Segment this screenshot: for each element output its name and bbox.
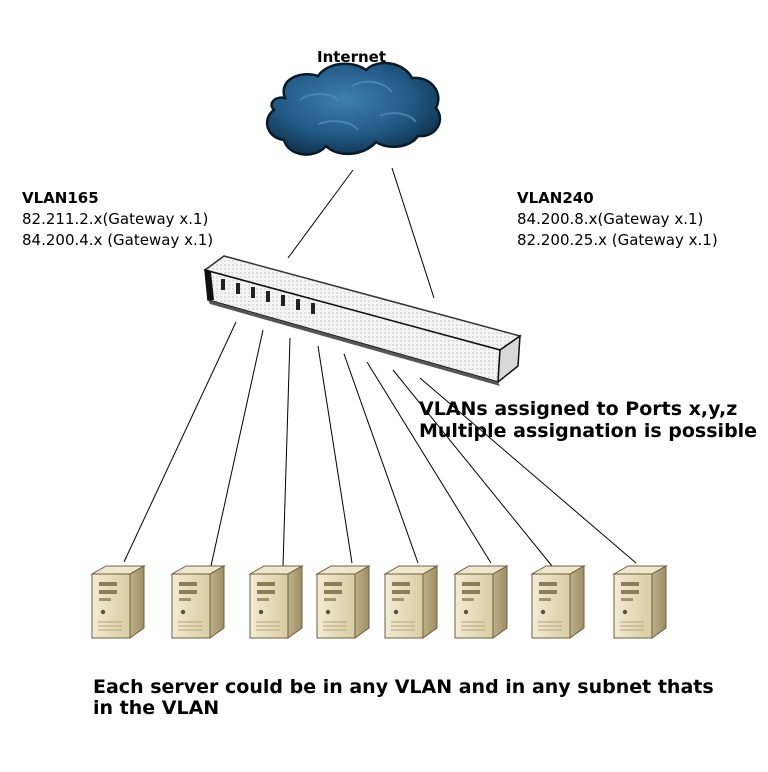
server-tower-icon <box>248 565 304 639</box>
server-link-line <box>343 353 419 564</box>
vlan-right-block: VLAN240 84.200.8.x(Gateway x.1) 82.200.2… <box>517 188 718 251</box>
server-tower-icon <box>612 565 668 639</box>
vlan-left-name: VLAN165 <box>22 189 99 207</box>
server-link-line <box>419 377 637 564</box>
internet-label: Internet <box>317 48 387 66</box>
uplink-line-right <box>391 167 435 299</box>
server-link-line <box>366 361 492 564</box>
uplink-line-left <box>287 169 354 259</box>
caption-line: Each server could be in any VLAN and in … <box>93 676 714 698</box>
caption: Each server could be in any VLAN and in … <box>93 677 714 719</box>
vlan-right-subnet: 82.200.25.x (Gateway x.1) <box>517 231 718 249</box>
vlan-right-name: VLAN240 <box>517 189 594 207</box>
server-link-line <box>123 321 237 563</box>
server-tower-icon <box>170 565 226 639</box>
switch-note-line: VLANs assigned to Ports x,y,z <box>419 398 738 420</box>
server-group <box>90 565 668 639</box>
server-link-line <box>317 345 353 564</box>
caption-line: in the VLAN <box>93 697 220 719</box>
vlan-right-subnet: 84.200.8.x(Gateway x.1) <box>517 210 704 228</box>
vlan-left-block: VLAN165 82.211.2.x(Gateway x.1) 84.200.4… <box>22 188 213 251</box>
server-tower-icon <box>453 565 509 639</box>
server-link-lines <box>123 321 637 567</box>
cloud-icon <box>265 61 442 156</box>
server-tower-icon <box>90 565 146 639</box>
server-tower-icon <box>530 565 586 639</box>
vlan-left-subnet: 82.211.2.x(Gateway x.1) <box>22 210 209 228</box>
switch-ports <box>221 279 315 314</box>
server-tower-icon <box>315 565 371 639</box>
uplink-lines <box>287 167 435 299</box>
server-link-line <box>392 369 553 567</box>
server-link-line <box>210 329 264 567</box>
server-tower-icon <box>383 565 439 639</box>
server-link-line <box>282 337 291 567</box>
switch-note: VLANs assigned to Ports x,y,z Multiple a… <box>419 398 757 442</box>
switch-note-line: Multiple assignation is possible <box>419 420 758 442</box>
vlan-left-subnet: 84.200.4.x (Gateway x.1) <box>22 231 214 249</box>
network-switch-icon <box>203 255 522 386</box>
